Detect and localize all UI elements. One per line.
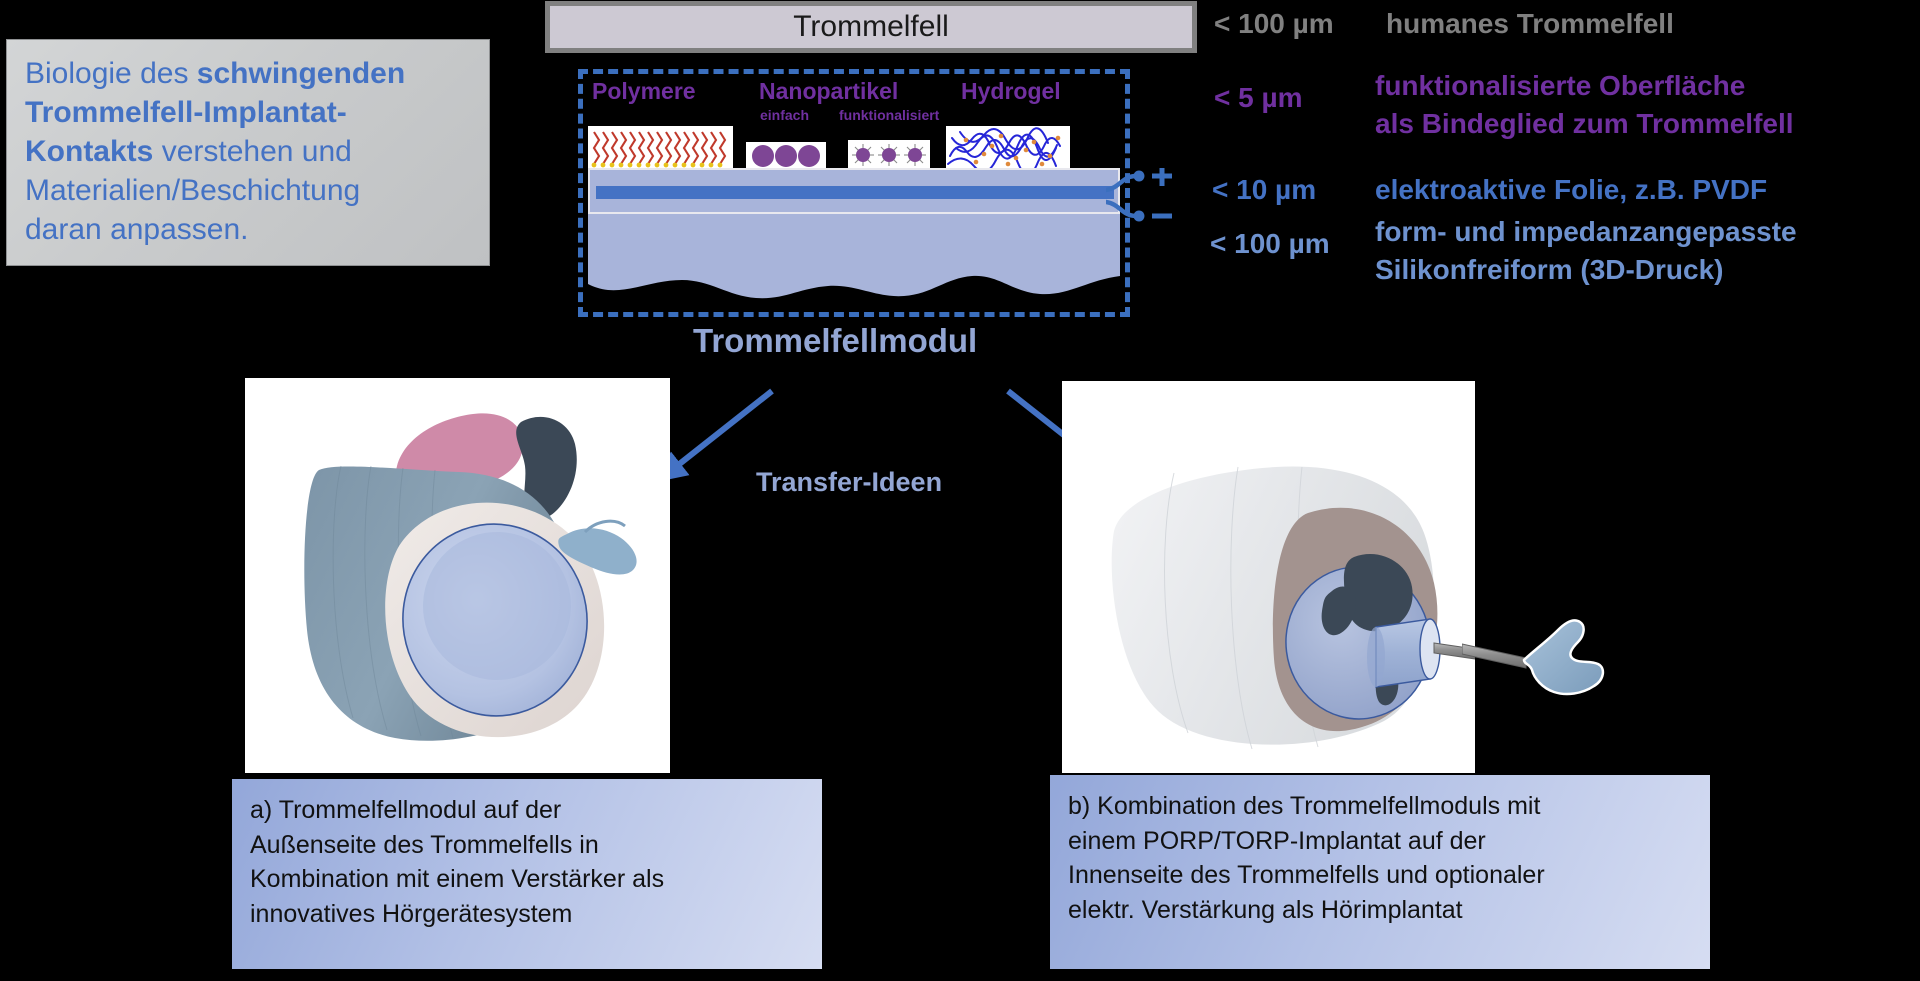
pvdf-electrode-core — [596, 186, 1114, 199]
caption-b-line2: einem PORP/TORP-Implantat auf der — [1068, 826, 1486, 855]
scale-thickness-0: < 100 µm — [1214, 8, 1334, 39]
goal-line2-bold: Trommelfell-Implantat- — [25, 96, 347, 129]
scale-desc-3-line2: Silikonfreiform (3D-Druck) — [1375, 254, 1724, 285]
layer-stack-illustration: Polymere Nanopartikel Hydrogel einfach f… — [586, 76, 1172, 310]
caption-b-line4: elektr. Verstärkung als Hörimplantat — [1068, 895, 1463, 924]
goal-line5: daran anpassen. — [25, 213, 249, 246]
nanoparticle-functionalised-swatch — [848, 140, 930, 168]
goal-line4: Materialien/Beschichtung — [25, 174, 361, 207]
scale-thickness-1: < 5 µm — [1214, 82, 1303, 113]
ear-canal-render-outer — [245, 378, 670, 773]
nanoparticle-plain-swatch — [746, 142, 826, 168]
caption-box-b: b) Kombination des Trommelfellmoduls mit… — [1050, 775, 1710, 969]
caption-box-a: a) Trommelfellmodul auf der Außenseite d… — [232, 779, 822, 969]
ear-canal-outer-svg — [304, 413, 637, 741]
material-sub-einfach: einfach — [760, 107, 810, 123]
hydrogel-network-swatch — [946, 126, 1070, 168]
caption-a-line3: Kombination mit einem Verstärker als — [250, 865, 665, 893]
module-caption: Trommelfellmodul — [693, 322, 978, 359]
scale-desc-1-line1: funktionalisierte Oberfläche — [1375, 70, 1746, 101]
ear-canal-inner-svg — [1111, 466, 1476, 750]
goal-line3-bold: Kontakts — [25, 135, 154, 168]
ear-canal-render-inner — [1062, 381, 1476, 773]
stapes-prosthesis-overflow — [1462, 619, 1605, 696]
arrow-left-branch — [656, 388, 774, 482]
goal-line1-plain: Biologie des — [25, 57, 197, 90]
material-title-nanopartikel: Nanopartikel — [759, 78, 899, 104]
nanoparticle-plain-svg — [752, 145, 820, 167]
scale-thickness-3: < 100 µm — [1210, 228, 1330, 259]
caption-a-line2: Außenseite des Trommelfells in — [250, 830, 599, 859]
caption-b-line1: b) Kombination des Trommelfellmoduls mit — [1068, 792, 1541, 820]
material-title-hydrogel: Hydrogel — [961, 78, 1061, 104]
scale-desc-1-line2: als Bindeglied zum Trommelfell — [1375, 108, 1794, 139]
porp-torp-implant — [1367, 618, 1441, 688]
caption-b-line3: Innenseite des Trommelfells und optional… — [1068, 861, 1545, 889]
scale-desc-3-line1: form- und impedanzangepasste — [1375, 216, 1797, 247]
eardrum-layer-bar: Trommelfell — [545, 1, 1197, 53]
hydrogel-network-svg — [947, 127, 1061, 168]
silicone-freeform-layer — [588, 214, 1120, 299]
goal-line1-bold: schwingenden — [196, 57, 406, 90]
electrode-leads-svg — [1106, 168, 1172, 222]
pvdf-foil-layer — [588, 168, 1120, 214]
scale-desc-2-line1: elektroaktive Folie, z.B. PVDF — [1375, 174, 1768, 205]
caption-a-line1: a) Trommelfellmodul auf der — [250, 796, 562, 824]
eardrum-module-frame — [578, 69, 1130, 317]
material-title-polymere: Polymere — [592, 78, 696, 104]
scale-desc-0-line1: humanes Trommelfell — [1386, 8, 1674, 39]
eardrum-layer-label: Trommelfell — [793, 10, 949, 43]
scale-thickness-2: < 10 µm — [1212, 174, 1317, 205]
caption-a-line4: innovatives Hörgerätesystem — [250, 899, 573, 928]
goal-line3-plain: verstehen und — [153, 135, 352, 168]
transfer-caption: Transfer-Ideen — [756, 467, 943, 497]
material-sub-funktionalisiert: funktionalisiert — [839, 107, 940, 123]
research-goal-text: Biologie des schwingenden Trommelfell-Im… — [25, 54, 471, 249]
polymer-brush-svg — [591, 131, 727, 168]
research-goal-box: Biologie des schwingenden Trommelfell-Im… — [6, 39, 490, 266]
nanoparticle-functionalised-svg — [852, 144, 926, 166]
polymer-brush-swatch — [588, 126, 733, 168]
